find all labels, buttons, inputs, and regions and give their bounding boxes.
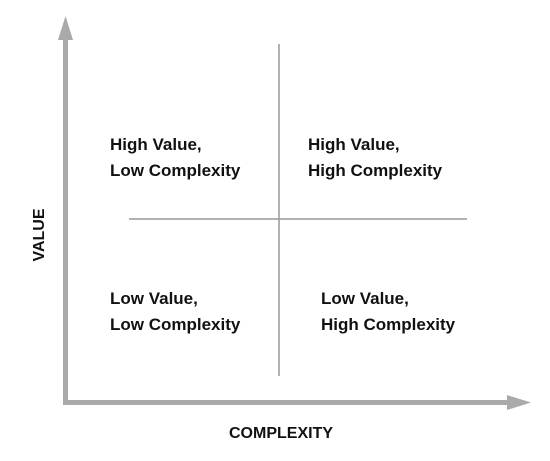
x-axis-label: COMPLEXITY xyxy=(229,425,334,442)
y-axis-line xyxy=(63,38,68,405)
quadrant-low-value-high-complexity: Low Value, High Complexity xyxy=(321,286,455,338)
y-axis-arrowhead xyxy=(58,16,73,40)
x-axis-line xyxy=(63,400,510,405)
quadrant-label-line: High Complexity xyxy=(308,161,443,180)
quadrant-label-line: Low Complexity xyxy=(110,161,241,180)
quadrant-label-line: Low Value, xyxy=(321,289,409,308)
quadrant-low-value-low-complexity: Low Value, Low Complexity xyxy=(110,286,240,338)
y-axis-label: VALUE xyxy=(31,208,48,262)
quadrant-label-line: High Complexity xyxy=(321,315,456,334)
quadrant-high-value-high-complexity: High Value, High Complexity xyxy=(308,132,442,184)
quadrant-label-line: Low Value, xyxy=(110,289,198,308)
x-axis-arrowhead xyxy=(507,395,531,410)
quadrant-label-line: High Value, xyxy=(110,135,202,154)
quadrant-high-value-low-complexity: High Value, Low Complexity xyxy=(110,132,240,184)
quadrant-label-line: Low Complexity xyxy=(110,315,241,334)
quadrant-label-line: High Value, xyxy=(308,135,400,154)
